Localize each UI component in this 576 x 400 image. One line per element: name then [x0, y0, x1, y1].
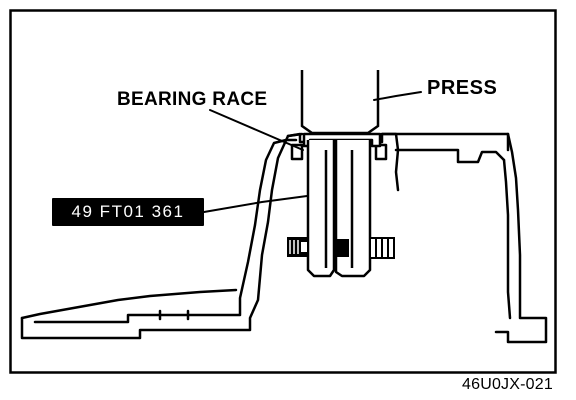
leader-lines [203, 91, 422, 213]
press-leader [373, 91, 422, 101]
tool-leader [203, 195, 308, 213]
tool-number-badge: 49 FT01 361 [52, 198, 204, 226]
press-label: PRESS [427, 77, 498, 99]
transaxle-case [20, 132, 548, 344]
bearing-race-label: BEARING RACE [117, 89, 268, 110]
bearing-race-leader [209, 109, 304, 151]
press-ram [300, 70, 380, 135]
figure-id-label: 46U0JX-021 [462, 376, 553, 393]
shaft-bolt [287, 237, 395, 259]
figure-frame [9, 9, 557, 374]
